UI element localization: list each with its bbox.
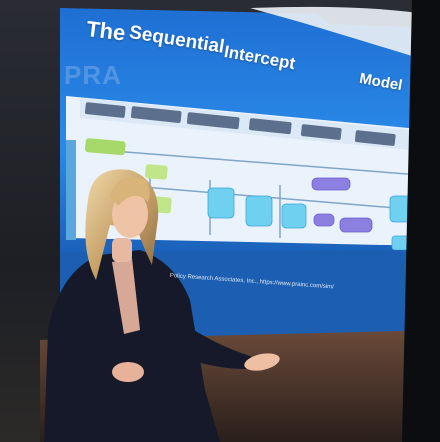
presenter-fringe <box>110 177 150 206</box>
presenter-blazer <box>44 250 220 442</box>
crisis-lines-box <box>85 138 126 156</box>
presenter-right-arm <box>178 320 262 369</box>
pra-logo: PRA <box>64 60 122 90</box>
right-pillar <box>402 0 440 442</box>
slide-title-word-1: The <box>84 16 127 46</box>
presenter-left-hand <box>112 362 144 382</box>
intercept-labels <box>84 102 396 146</box>
presenter-blouse <box>112 258 140 334</box>
green-node-1 <box>145 164 168 180</box>
presenter-right-hand <box>244 353 280 371</box>
presenter <box>44 169 280 442</box>
community-strip <box>66 140 76 240</box>
blue-nodes <box>207 187 413 251</box>
presenter-neck <box>112 238 132 262</box>
header-swoosh <box>250 6 425 60</box>
purple-nodes <box>311 177 373 233</box>
